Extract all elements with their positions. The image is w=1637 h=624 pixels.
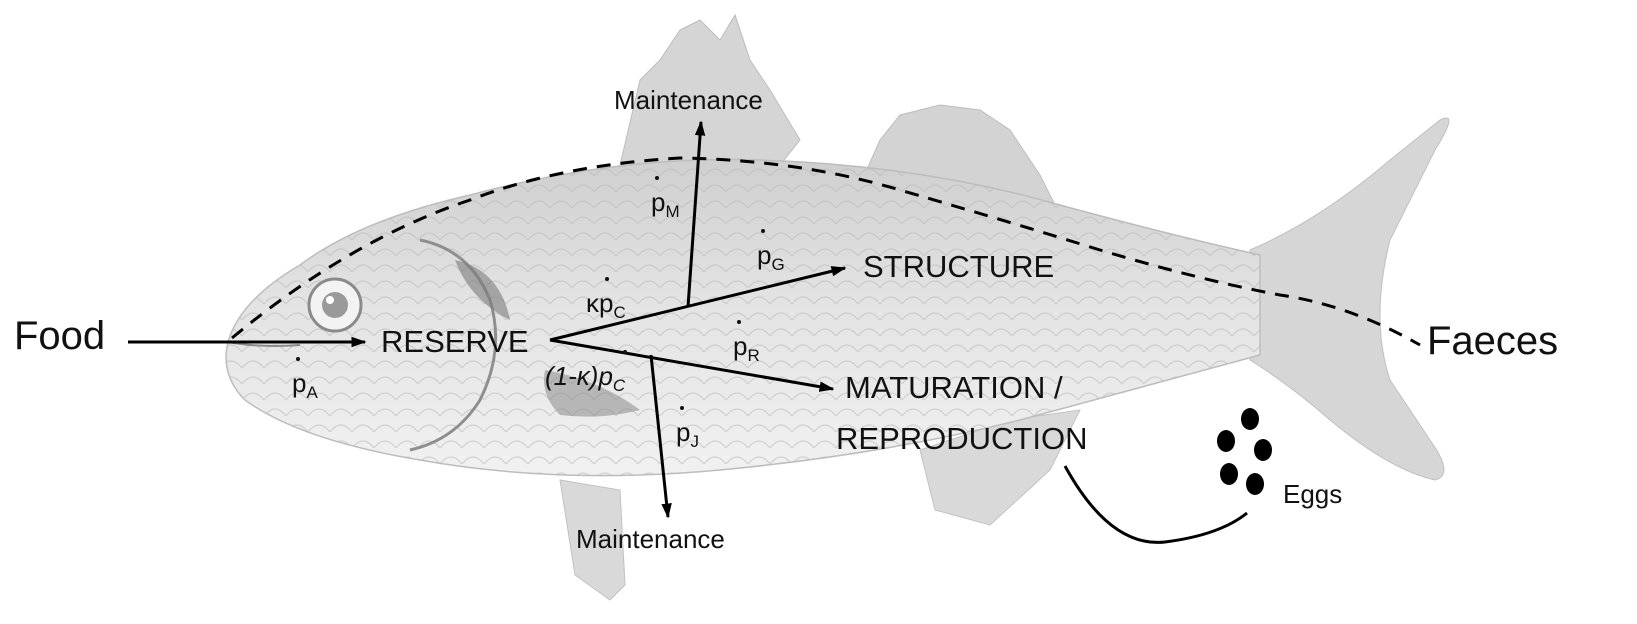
egg xyxy=(1246,473,1264,495)
dot-accent xyxy=(761,229,765,233)
egg xyxy=(1241,408,1259,430)
label-reserve: RESERVE xyxy=(381,324,529,359)
egg xyxy=(1217,430,1235,452)
fish-scales xyxy=(226,159,1260,475)
label-maintenance-bottom: Maintenance xyxy=(576,524,725,554)
dot-accent xyxy=(680,406,684,410)
egg xyxy=(1220,463,1238,485)
reproduction-egg-curve xyxy=(1065,466,1247,542)
label-reproduction: REPRODUCTION xyxy=(836,421,1087,456)
tail-fin xyxy=(1250,118,1449,480)
egg-dots-icon xyxy=(1217,408,1272,495)
label-food: Food xyxy=(14,314,105,358)
fish-eye-inner xyxy=(322,292,348,318)
label-maturation: MATURATION / xyxy=(845,370,1063,405)
label-eggs: Eggs xyxy=(1283,479,1342,509)
dot-accent xyxy=(623,350,627,354)
egg xyxy=(1254,439,1272,461)
label-maintenance-top: Maintenance xyxy=(614,85,763,115)
fish-eye-glint xyxy=(326,296,334,304)
dot-accent xyxy=(655,176,659,180)
label-faeces: Faeces xyxy=(1427,319,1558,363)
dot-accent xyxy=(605,277,609,281)
dot-accent xyxy=(737,320,741,324)
label-structure: STRUCTURE xyxy=(863,249,1054,284)
dot-accent xyxy=(296,357,300,361)
fish-illustration xyxy=(226,15,1449,600)
